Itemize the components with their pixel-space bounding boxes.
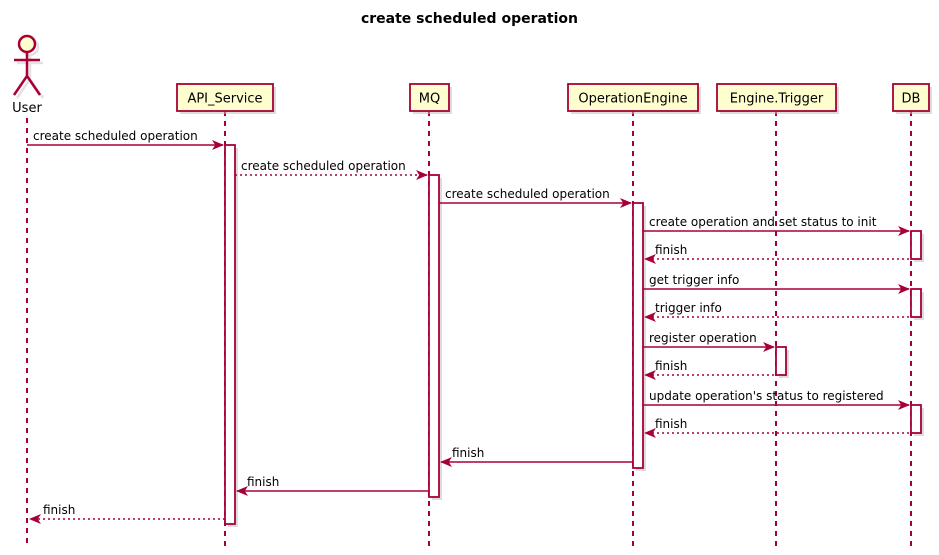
activation-rect xyxy=(910,404,922,434)
participant-label-engine_trigger: Engine.Trigger xyxy=(730,92,824,107)
message-1-user-to-api_service: create scheduled operation xyxy=(27,129,224,150)
participant-label-mq: MQ xyxy=(419,92,440,107)
message-2-api_service-to-mq: create scheduled operation xyxy=(235,159,428,180)
activation-bar-mq xyxy=(428,174,442,500)
activation-rect xyxy=(910,288,922,318)
activation-bar-api_service xyxy=(224,144,238,527)
message-3-mq-to-operation_engine: create scheduled operation xyxy=(439,187,632,208)
participant-box xyxy=(409,83,450,112)
activation-bar-db xyxy=(910,230,924,262)
message-label: create operation and set status to init xyxy=(649,215,877,229)
message-12-operation_engine-to-mq: finish xyxy=(440,446,633,467)
page-title: create scheduled operation xyxy=(361,11,578,27)
activations-layer xyxy=(224,144,924,527)
message-label: finish xyxy=(655,417,687,431)
activation-bar-operation_engine xyxy=(632,202,646,471)
message-14-api_service-to-user: finish xyxy=(29,503,225,524)
message-label: create scheduled operation xyxy=(33,129,198,143)
activation-rect xyxy=(428,174,440,498)
message-label: trigger info xyxy=(655,301,722,315)
message-label: register operation xyxy=(649,331,757,345)
lifelines-layer xyxy=(26,111,912,547)
activation-rect xyxy=(224,144,236,525)
activation-rect xyxy=(632,202,644,469)
activation-bar-db xyxy=(910,288,924,320)
message-11-db-to-operation_engine: finish xyxy=(644,417,909,438)
participant-box xyxy=(176,83,274,112)
participant-mq[interactable]: MQ xyxy=(409,83,452,114)
message-10-operation_engine-to-db: update operation's status to registered xyxy=(643,389,910,410)
activation-bar-engine_trigger xyxy=(775,346,789,378)
message-label: update operation's status to registered xyxy=(649,389,884,403)
message-label: create scheduled operation xyxy=(445,187,610,201)
participant-db[interactable]: DB xyxy=(892,83,932,114)
message-13-mq-to-api_service: finish xyxy=(236,475,429,496)
participant-boxes-layer: API_Service MQ OperationEngine Engine.Trigg… xyxy=(176,83,932,114)
participant-label-api_service: API_Service xyxy=(187,92,262,107)
participant-label-db: DB xyxy=(902,92,921,107)
actor-leg-left xyxy=(12,75,29,96)
message-7-db-to-operation_engine: trigger info xyxy=(644,301,909,322)
participant-label-operation_engine: OperationEngine xyxy=(578,92,687,107)
participant-engine_trigger[interactable]: Engine.Trigger xyxy=(716,83,839,114)
actor-label-user: User xyxy=(12,101,42,116)
participant-box xyxy=(716,83,837,112)
message-label: finish xyxy=(43,503,75,517)
messages-layer: create scheduled operation create schedul… xyxy=(27,129,910,524)
actor-head-icon xyxy=(17,34,37,54)
message-label: get trigger info xyxy=(649,273,739,287)
message-label: finish xyxy=(452,446,484,460)
participant-box xyxy=(892,83,930,112)
message-8-operation_engine-to-engine_trigger: register operation xyxy=(643,331,775,352)
message-label: finish xyxy=(655,243,687,257)
actor-user[interactable]: User xyxy=(12,34,45,116)
message-label: finish xyxy=(655,359,687,373)
message-4-operation_engine-to-db: create operation and set status to init xyxy=(643,215,910,236)
activation-rect xyxy=(910,230,922,260)
message-label: create scheduled operation xyxy=(241,159,406,173)
participant-operation_engine[interactable]: OperationEngine xyxy=(567,83,701,114)
participant-api_service[interactable]: API_Service xyxy=(176,83,276,114)
participant-box xyxy=(567,83,699,112)
message-5-db-to-operation_engine: finish xyxy=(644,243,909,264)
message-6-operation_engine-to-db: get trigger info xyxy=(643,273,910,294)
actor-leg-right xyxy=(25,75,42,96)
message-label: finish xyxy=(247,475,279,489)
activation-rect xyxy=(775,346,787,376)
message-9-engine_trigger-to-operation_engine: finish xyxy=(644,359,774,380)
activation-bar-db xyxy=(910,404,924,436)
